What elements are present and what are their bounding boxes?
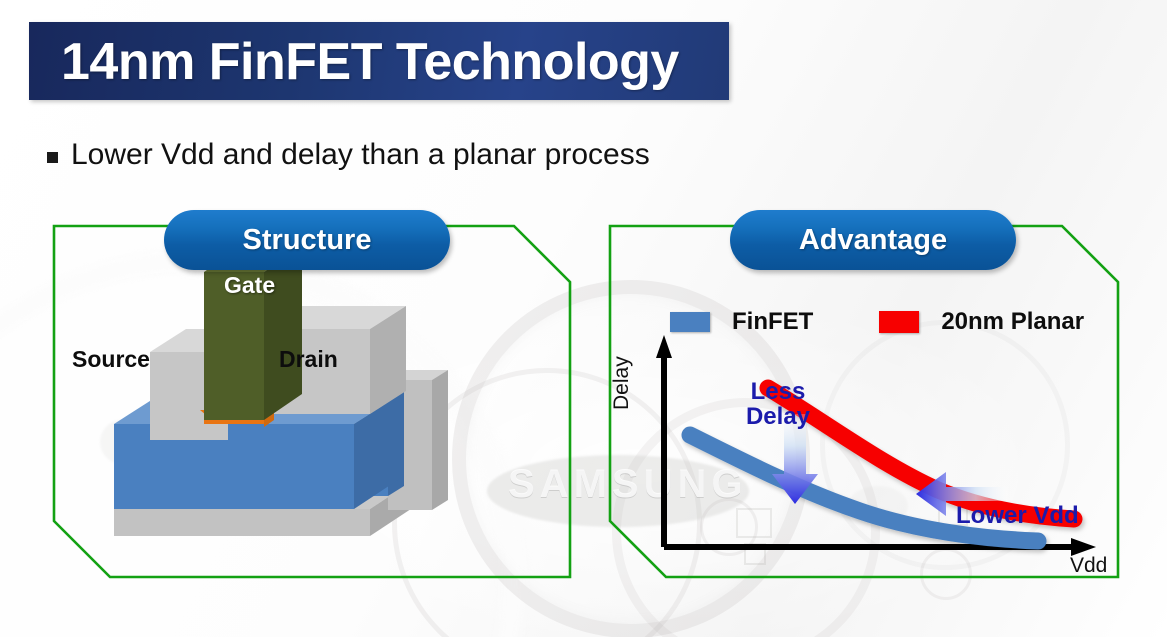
label-source: Source <box>72 346 150 372</box>
annotation-lower-vdd: Lower Vdd <box>956 502 1079 529</box>
legend-swatch-planar <box>879 311 920 333</box>
annotation-less-delay: Less Delay <box>726 379 830 429</box>
y-axis-label: Delay <box>610 356 633 410</box>
square-bullet-icon <box>47 151 58 163</box>
finfet-3d-structure <box>114 246 448 536</box>
less-delay-arrow-icon <box>772 414 818 504</box>
legend-label-finfet: FinFET <box>732 308 814 335</box>
advantage-panel: FinFET 20nm Planar Delay Vdd Less Delay … <box>608 210 1120 579</box>
chart-legend: FinFET 20nm Planar <box>670 308 1084 336</box>
x-axis-label: Vdd <box>1070 554 1108 577</box>
page-title: 14nm FinFET Technology <box>61 33 679 91</box>
advantage-panel-header[interactable]: Advantage <box>730 210 1016 270</box>
legend-swatch-finfet <box>670 312 710 332</box>
annotation-less-delay-line2: Delay <box>745 403 811 431</box>
legend-label-planar: 20nm Planar <box>941 308 1085 335</box>
bullet-line: Lower Vdd and delay than a planar proces… <box>47 138 650 172</box>
structure-panel-header[interactable]: Structure <box>164 210 450 270</box>
series-finfet-curve <box>681 426 1047 550</box>
annotation-less-delay-line1: Less <box>750 378 806 405</box>
label-drain: Drain <box>279 346 338 372</box>
structure-panel-border <box>52 224 572 579</box>
legend-item-planar: 20nm Planar <box>879 308 1084 336</box>
structure-panel: Gate Source Drain Structure <box>52 210 572 579</box>
x-axis-arrowhead <box>1071 538 1096 556</box>
legend-item-finfet: FinFET <box>670 308 813 336</box>
slide-title-bar: 14nm FinFET Technology <box>29 22 729 100</box>
delay-vs-vdd-chart <box>656 335 1096 556</box>
bullet-text: Lower Vdd and delay than a planar proces… <box>71 138 650 171</box>
label-gate: Gate <box>224 272 276 298</box>
structure-panel-header-label: Structure <box>242 223 372 256</box>
lower-vdd-arrow-icon <box>916 472 1008 516</box>
y-axis-arrowhead <box>656 335 672 358</box>
advantage-panel-border <box>608 224 1120 579</box>
advantage-panel-header-label: Advantage <box>798 223 948 256</box>
